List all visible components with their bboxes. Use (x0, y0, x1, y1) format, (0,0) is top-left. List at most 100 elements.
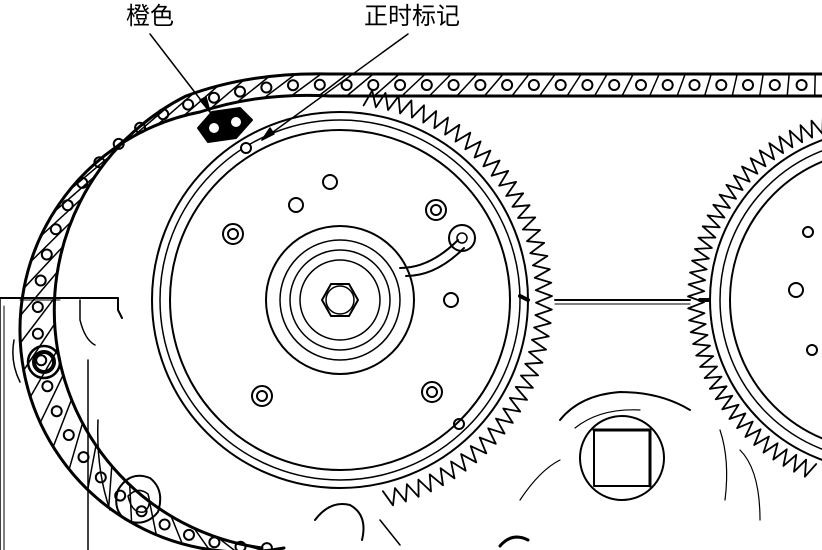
chain-roller (31, 327, 44, 340)
chain-link-plate (566, 73, 582, 97)
chain-link-plate (373, 73, 400, 97)
chain-roller (158, 518, 171, 531)
chain-link-plate (676, 73, 686, 97)
chain-roller (260, 542, 273, 550)
chain-link-plate (593, 73, 608, 97)
chain-roller (661, 79, 674, 91)
orange-links (197, 107, 253, 143)
chain-link-plate (29, 348, 59, 398)
chain-roller (94, 471, 107, 484)
chain-link-plate (318, 73, 348, 97)
chain-link-plate (428, 73, 452, 97)
chain-roller (688, 79, 701, 91)
chain-link-plate (22, 323, 56, 372)
chain-roller (49, 223, 62, 236)
chain-roller (715, 79, 728, 91)
chain-link-plate (731, 73, 738, 97)
chain-roller (581, 79, 594, 91)
chain-roller (112, 137, 125, 150)
chain-roller (340, 79, 353, 91)
chain-roller (41, 380, 54, 393)
chain-link-plate (30, 221, 72, 263)
chain-roller (234, 540, 247, 550)
sprocket-hub (265, 224, 476, 375)
chain-roller (260, 81, 273, 94)
chain-roller (40, 248, 53, 261)
chain-link-plate (290, 73, 322, 97)
chain-roller (62, 429, 75, 441)
chain-roller (313, 78, 326, 91)
chain-roller (447, 79, 460, 91)
chain-roller (135, 505, 148, 518)
index-marks (518, 294, 710, 302)
chain-link-plate (621, 73, 634, 97)
access-plug (579, 415, 665, 501)
chain-link-plate (813, 73, 816, 97)
label-timing-mark: 正时标记 (364, 2, 460, 30)
cylinder-head-outline (0, 297, 761, 550)
chain-link-plate (538, 73, 556, 97)
chain-roller (795, 79, 808, 91)
chain-roller (768, 79, 781, 91)
chain-link-plate (511, 73, 530, 97)
camshaft-sprocket-left (151, 89, 553, 507)
chain-link-plate (345, 73, 374, 97)
chain-roller (554, 79, 567, 91)
chain-link-plate (193, 527, 210, 550)
chain-link-plate (483, 73, 504, 97)
camshaft-sprocket-right (687, 116, 822, 478)
chain-link-plate (23, 245, 64, 289)
chain-roller (367, 79, 380, 91)
chain-link-plate (68, 422, 84, 471)
leader-lines (149, 33, 409, 141)
chain-link-plate (170, 515, 184, 545)
chain-link-plate (53, 175, 97, 213)
chain-link-plate (19, 297, 56, 344)
chain-link-plate (209, 79, 245, 110)
chain-roller (114, 489, 127, 502)
chain-roller (93, 156, 106, 169)
chain-roller (61, 199, 74, 212)
chain-link-plate (236, 75, 270, 103)
chain-roller (394, 79, 407, 91)
chain-link-plate (648, 73, 660, 97)
spring-pin (448, 224, 476, 252)
chain-roller (182, 98, 195, 111)
chain-link-plate (19, 271, 59, 317)
chain-roller (234, 85, 246, 98)
timing-chain (18, 72, 822, 550)
chain-roller (208, 91, 220, 104)
chain-roller (208, 536, 221, 549)
chain-link-plate (148, 500, 158, 536)
chain-roller (742, 79, 754, 91)
chain-link-plate (401, 73, 426, 97)
chain-roller (134, 121, 147, 134)
chain-roller (34, 274, 47, 287)
sprocket-bolts (222, 174, 465, 430)
chain-link-plate (758, 73, 764, 97)
chain-link-plate (109, 118, 150, 153)
chain-roller (287, 79, 299, 92)
chain-roller (608, 79, 621, 91)
chain-link-plate (156, 92, 195, 126)
chain-link-plate (456, 73, 478, 97)
chain-roller (501, 79, 514, 91)
timing-mark-dot (240, 142, 252, 154)
chain-roller (183, 528, 195, 541)
chain-roller (31, 301, 44, 313)
chain-roller (35, 354, 48, 367)
chain-roller (420, 79, 433, 91)
chain-roller (474, 79, 487, 91)
chain-link-plate (40, 197, 83, 237)
chain-roller (50, 405, 63, 418)
chain-link-plate (52, 398, 73, 448)
chain-link-plate (128, 484, 133, 524)
chain-link-plate (86, 444, 97, 491)
chain-link-plate (263, 73, 296, 99)
lower-bosses (115, 474, 530, 548)
chain-roller (527, 79, 540, 91)
chain-link-plate (703, 73, 712, 97)
chain-link-plate (786, 73, 790, 97)
chain-link-plate (39, 374, 64, 424)
